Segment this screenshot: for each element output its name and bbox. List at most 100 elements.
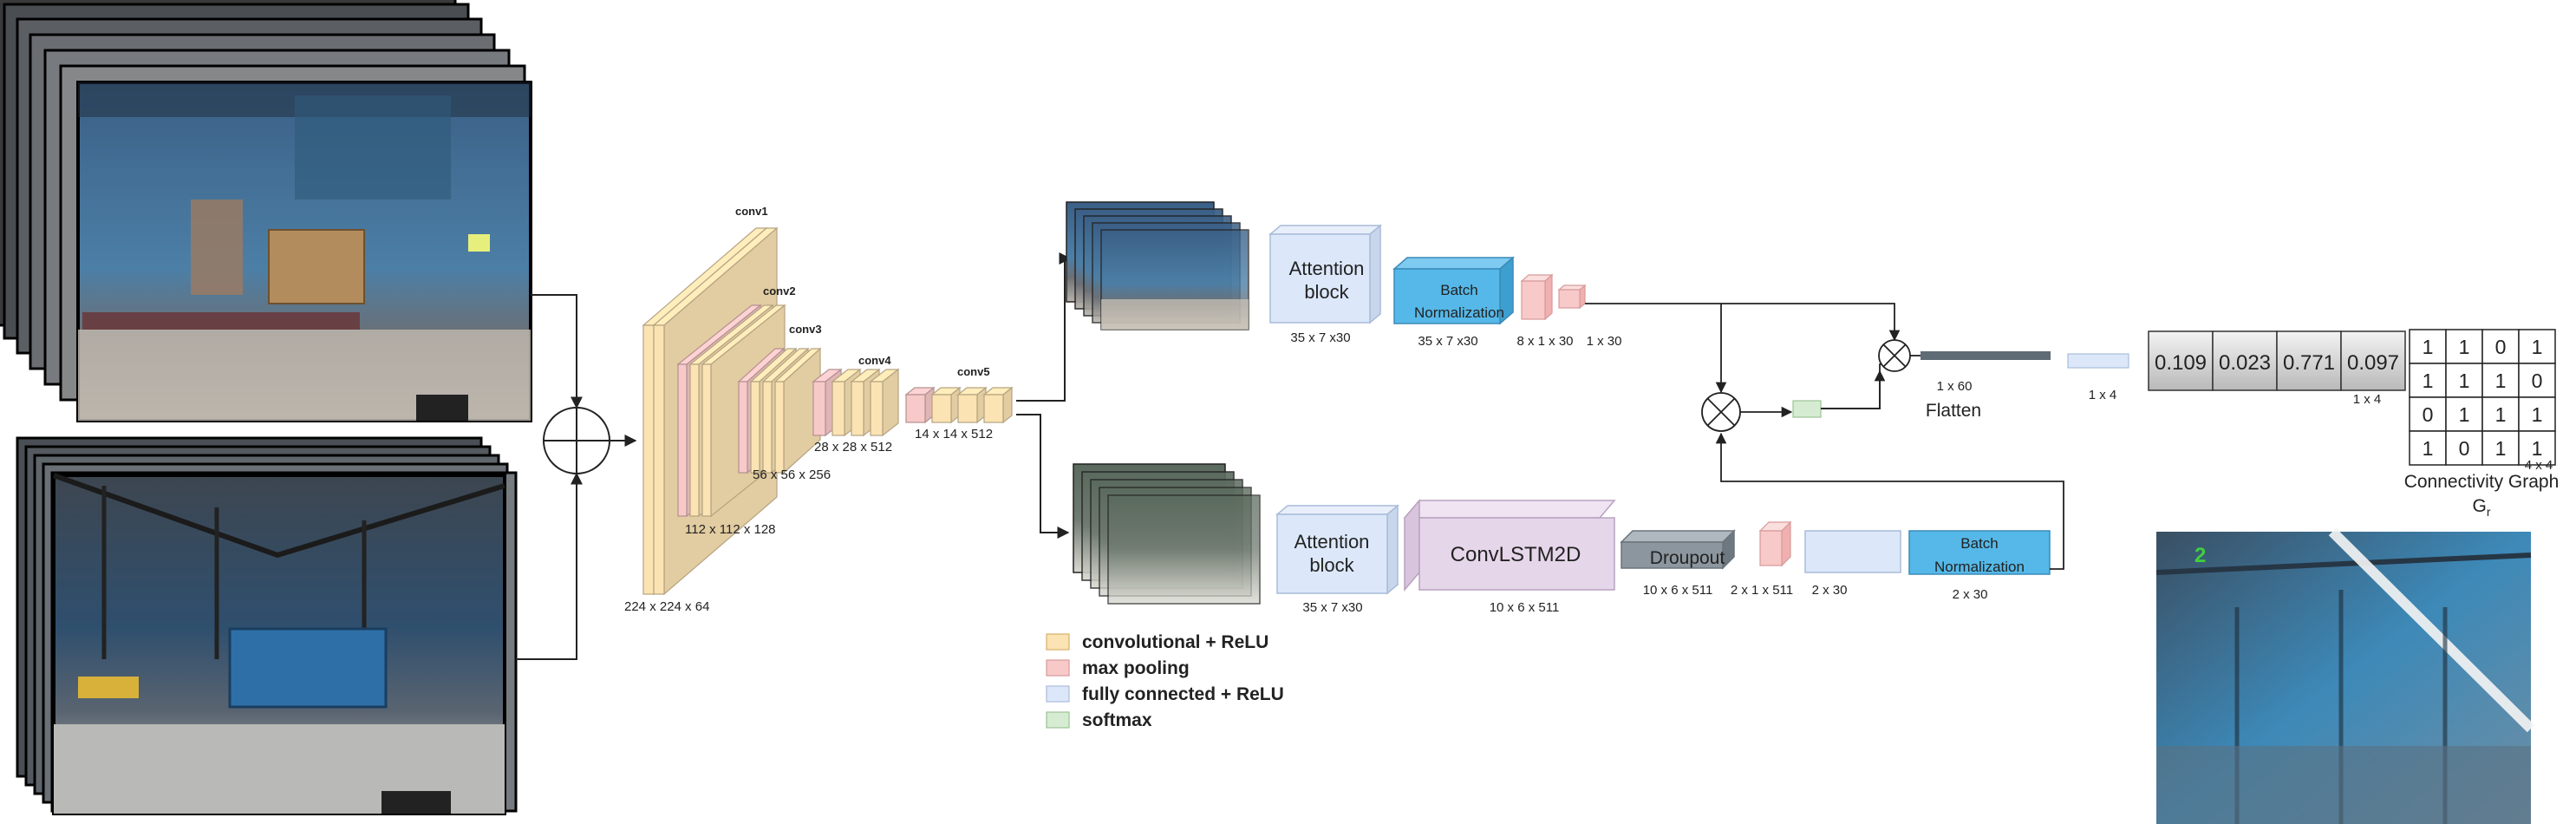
conv3-label: conv3 <box>789 323 822 336</box>
input-frame-top <box>76 81 532 422</box>
svg-text:fully connected + ReLU: fully connected + ReLU <box>1082 684 1284 704</box>
dropout-label: Droupout <box>1650 548 1725 568</box>
bottom-batchnorm-label-2: Normalization <box>1934 559 2025 575</box>
svg-text:softmax: softmax <box>1082 710 1152 730</box>
bottom-batchnorm-block <box>1908 530 2051 575</box>
output-fc-size: 1 x 4 <box>2089 388 2117 402</box>
conv2-size: 112 x 112 x 128 <box>685 522 776 537</box>
connectivity-size: 4 x 4 <box>2525 458 2553 473</box>
multiply-node-right <box>1878 339 1911 372</box>
connectivity-cell: 1 <box>2518 329 2556 364</box>
connectivity-value: 1 <box>2495 403 2507 426</box>
connectivity-cell: 1 <box>2518 396 2556 432</box>
connectivity-cell: 1 <box>2481 430 2520 466</box>
top-batchnorm-size: 35 x 7 x30 <box>1418 334 1477 349</box>
bottom-attention-block <box>1275 504 1400 595</box>
conv4-size: 28 x 28 x 512 <box>814 440 892 455</box>
connectivity-value: 1 <box>2423 369 2434 392</box>
connectivity-value: 1 <box>2532 437 2543 460</box>
conv5-size: 14 x 14 x 512 <box>915 427 993 441</box>
bottom-pool-block <box>1758 520 1792 567</box>
conv5-slab-3 <box>982 386 1014 424</box>
top-attention-label-1: Attention <box>1289 258 1365 279</box>
output-vector-cell: 0.097 <box>2340 330 2406 391</box>
flatten-label: Flatten <box>1926 401 1981 421</box>
flatten-bar <box>1921 351 2051 360</box>
connectivity-value: 0 <box>2423 403 2434 426</box>
connectivity-value: 1 <box>2459 403 2470 426</box>
feature-map-stack-top <box>1066 201 1249 330</box>
connectivity-value: 0 <box>2495 336 2507 358</box>
legend-item-softmax: softmax <box>1046 710 1152 730</box>
output-vector-cell: 0.109 <box>2148 330 2214 391</box>
conv2-label: conv2 <box>763 284 796 298</box>
bottom-attention-size: 35 x 7 x30 <box>1302 600 1362 615</box>
output-fc-block <box>2067 353 2129 369</box>
top-batchnorm-label-2: Normalization <box>1414 304 1504 321</box>
bottom-attention-label-1: Attention <box>1295 531 1370 553</box>
connectivity-symbol: Gr <box>2472 496 2490 519</box>
connectivity-cell: 1 <box>2409 363 2447 398</box>
top-fc-block <box>1557 284 1587 310</box>
input-frame-bottom <box>52 473 506 815</box>
bottom-batchnorm-label-1: Batch <box>1960 535 1998 552</box>
svg-text:convolutional + ReLU: convolutional + ReLU <box>1082 632 1268 652</box>
conv3-size: 56 x 56 x 256 <box>753 468 831 482</box>
legend-item-pool: max pooling <box>1046 658 1190 678</box>
output-vector-size: 1 x 4 <box>2353 392 2382 407</box>
connectivity-cell: 0 <box>2518 363 2556 398</box>
connectivity-cell: 1 <box>2445 396 2483 432</box>
output-vector-value: 0.771 <box>2283 351 2335 375</box>
output-vector-value: 0.097 <box>2347 351 2399 375</box>
convlstm-size: 10 x 6 x 511 <box>1490 600 1560 615</box>
input-stack-top <box>0 0 532 422</box>
connectivity-value: 1 <box>2532 336 2543 358</box>
dropout-size: 10 x 6 x 511 <box>1643 583 1713 598</box>
output-vector-cell: 0.771 <box>2276 330 2342 391</box>
connectivity-cell: 1 <box>2481 396 2520 432</box>
conv5-slab-2 <box>956 386 988 424</box>
connectivity-cell: 0 <box>2481 329 2520 364</box>
feature-map-stack-bottom <box>1073 463 1261 605</box>
connectivity-cell: 0 <box>2409 396 2447 432</box>
top-batchnorm-block <box>1392 256 1516 325</box>
connectivity-value: 1 <box>2423 437 2434 460</box>
legend-item-conv: convolutional + ReLU <box>1046 632 1268 652</box>
connectivity-label: Connectivity Graph <box>2404 472 2560 492</box>
convlstm-block <box>1403 498 1616 592</box>
output-vector-cell: 0.023 <box>2212 330 2278 391</box>
svg-text:max pooling: max pooling <box>1082 658 1190 678</box>
connectivity-value: 1 <box>2495 437 2507 460</box>
connectivity-value: 1 <box>2423 336 2434 358</box>
top-pool-size: 8 x 1 x 30 <box>1516 334 1573 349</box>
top-fc-size: 1 x 30 <box>1587 334 1622 349</box>
conv1-label: conv1 <box>735 205 768 218</box>
connectivity-cell: 1 <box>2518 430 2556 466</box>
top-batchnorm-label-1: Batch <box>1440 282 1477 298</box>
dropout-block <box>1620 529 1736 570</box>
connectivity-value: 1 <box>2459 336 2470 358</box>
conv5-label: conv5 <box>957 365 990 378</box>
conv1-size: 224 x 224 x 64 <box>624 599 709 614</box>
top-attention-block <box>1268 224 1383 324</box>
connectivity-cell: 1 <box>2409 329 2447 364</box>
vgg-backbone <box>642 226 1014 596</box>
conv4-label: conv4 <box>858 354 891 367</box>
bottom-fc-block <box>1804 530 1901 573</box>
bottom-batchnorm-size: 2 x 30 <box>1953 587 1988 602</box>
connectivity-value: 1 <box>2495 369 2507 392</box>
connectivity-cell: 0 <box>2445 430 2483 466</box>
connectivity-value: 0 <box>2459 437 2470 460</box>
output-thumbnail: 2 <box>2155 527 2535 824</box>
thumbnail-number: 2 <box>2194 544 2206 567</box>
connectivity-cell: 1 <box>2481 363 2520 398</box>
aggregation-node <box>543 407 610 474</box>
flatten-size: 1 x 60 <box>1937 379 1973 394</box>
multiply-node-left <box>1701 392 1741 432</box>
connectivity-cell: 1 <box>2445 363 2483 398</box>
bottom-fc-size: 2 x 30 <box>1812 583 1848 598</box>
softmax-block <box>1792 400 1822 418</box>
connectivity-value: 0 <box>2532 369 2543 392</box>
